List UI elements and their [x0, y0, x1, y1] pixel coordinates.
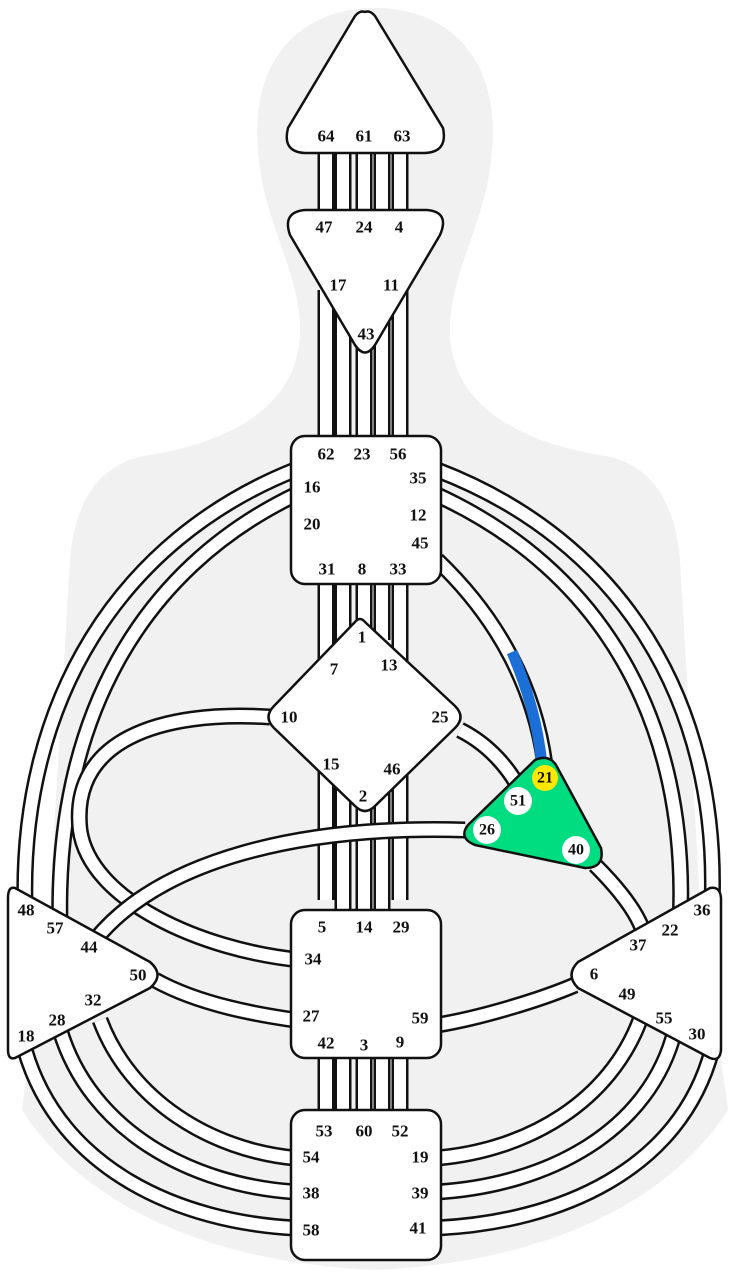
gate-31-label: 31 [319, 560, 336, 579]
gate-51-marker [504, 787, 532, 815]
gate-2-label: 2 [359, 787, 368, 806]
gate-40-marker [562, 836, 590, 864]
channel-28-38 [51, 1027, 296, 1201]
gate-60-label: 60 [356, 1122, 373, 1141]
gate-12-label: 12 [410, 506, 427, 525]
gate-25-label: 25 [432, 708, 449, 727]
gate-53-label: 53 [316, 1122, 333, 1141]
gate-24-label: 24 [356, 218, 374, 237]
throat-center[interactable] [289, 434, 443, 586]
gate-39-label: 39 [412, 1184, 429, 1203]
gate-18-label: 18 [18, 1027, 35, 1046]
gate-17-label: 17 [330, 276, 348, 295]
g-center[interactable] [267, 617, 462, 813]
channel-49-19 [436, 1016, 648, 1167]
root-center[interactable] [289, 1108, 443, 1262]
channel-55-39 [436, 1027, 684, 1201]
gate-49-label: 49 [619, 985, 636, 1004]
solar-plexus-center[interactable] [570, 886, 723, 1061]
gate-35-label: 35 [410, 469, 427, 488]
gate-21-label: 21 [537, 770, 553, 787]
gate-26-label: 26 [479, 822, 495, 839]
gate-42-label: 42 [318, 1034, 335, 1053]
gate-14-label: 14 [356, 918, 374, 937]
gate-29-label: 29 [393, 918, 410, 937]
gate-22-label: 22 [662, 921, 679, 940]
gate-55-label: 55 [656, 1009, 673, 1028]
gate-64-label: 64 [318, 127, 336, 146]
gate-51-label: 51 [510, 793, 526, 810]
head-center[interactable] [285, 10, 446, 155]
gate-10-label: 10 [281, 708, 298, 727]
channel-59-6 [435, 977, 579, 1034]
gate-54-label: 54 [303, 1148, 321, 1167]
channel-32-54 [92, 1016, 296, 1167]
defined-channel-21-45 [506, 649, 548, 766]
spleen-center[interactable] [6, 886, 159, 1060]
gate-59-label: 59 [412, 1009, 429, 1028]
gate-13-label: 13 [381, 656, 398, 675]
gate-11-label: 11 [383, 276, 399, 295]
gate-16-label: 16 [304, 478, 321, 497]
gate-32-label: 32 [85, 991, 102, 1010]
gate-21-marker [532, 765, 558, 791]
gate-45-label: 45 [412, 534, 429, 553]
gate-43-label: 43 [358, 325, 375, 344]
gate-58-label: 58 [303, 1221, 320, 1240]
gate-7-label: 7 [330, 660, 339, 679]
sacral-center[interactable] [289, 908, 443, 1060]
gate-28-label: 28 [49, 1011, 66, 1030]
gate-38-label: 38 [303, 1184, 320, 1203]
gate-48-label: 48 [18, 901, 35, 920]
channels [16, 150, 721, 1237]
channel-12-22 [433, 487, 690, 926]
gate-26-marker [473, 816, 501, 844]
gate-34-label: 34 [305, 950, 323, 969]
gate-40-label: 40 [568, 842, 584, 859]
channel-10-34 [70, 707, 301, 969]
channel-35-36 [433, 462, 721, 906]
gate-4-label: 4 [395, 218, 404, 237]
gate-33-label: 33 [390, 560, 407, 579]
channel-20-57 [51, 487, 299, 926]
gate-23-label: 23 [354, 445, 371, 464]
gate-50-label: 50 [130, 966, 147, 985]
gate-56-label: 56 [390, 445, 407, 464]
channel-18-58 [16, 1047, 296, 1237]
channel-16-48 [16, 462, 299, 906]
gate-3-label: 3 [360, 1036, 369, 1055]
gate-52-label: 52 [392, 1122, 409, 1141]
gate-19-label: 19 [412, 1148, 429, 1167]
gate-44-label: 44 [81, 938, 99, 957]
gate-37-label: 37 [630, 936, 648, 955]
gate-1-label: 1 [358, 628, 367, 647]
gate-63-label: 63 [394, 127, 411, 146]
gate-46-label: 46 [384, 760, 401, 779]
gate-9-label: 9 [396, 1033, 405, 1052]
channel-30-41 [436, 1047, 721, 1237]
gate-36-label: 36 [694, 901, 711, 920]
gate-61-label: 61 [356, 127, 373, 146]
gate-5-label: 5 [318, 918, 327, 937]
gate-41-label: 41 [410, 1219, 427, 1238]
channel-26-44 [88, 821, 466, 946]
channel-50-27 [150, 972, 297, 1029]
gate-15-label: 15 [323, 755, 340, 774]
gate-20-label: 20 [304, 515, 321, 534]
gate-27-label: 27 [303, 1007, 321, 1026]
channel-40-37 [588, 858, 650, 932]
gate-6-label: 6 [590, 965, 599, 984]
gate-30-label: 30 [689, 1025, 706, 1044]
ajna-center[interactable] [286, 208, 445, 354]
gate-47-label: 47 [316, 218, 334, 237]
gate-8-label: 8 [358, 560, 367, 579]
gate-62-label: 62 [318, 445, 335, 464]
gate-57-label: 57 [47, 919, 65, 938]
